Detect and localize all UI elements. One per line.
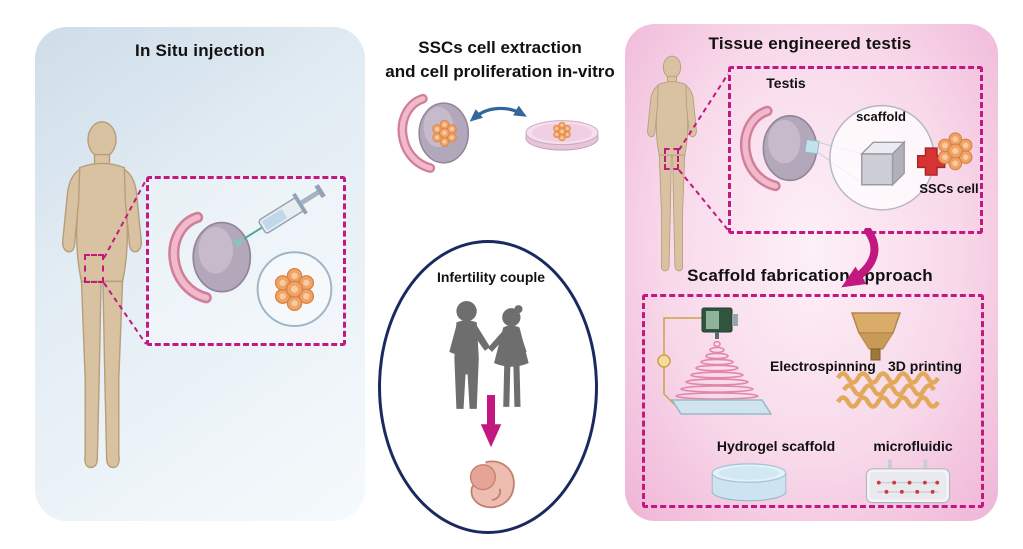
fabrication-methods-box [642,294,984,508]
curved-arrow-icon [841,228,879,288]
plus-icon [916,147,946,176]
microfluidic-chip-icon [865,459,951,504]
in-situ-title: In Situ injection [135,41,265,60]
hydrogel-dish-icon [711,463,787,502]
injection-zoom-box [146,176,346,346]
electrospinning-label: Electrospinning [770,358,876,374]
extraction-title-line2: and cell proliferation in-vitro [385,62,615,81]
electrospinning-icon [657,307,772,415]
microfluidic-label: microfluidic [873,438,953,454]
tissue-engineered-title: Tissue engineered testis [708,34,912,53]
hydrogel-label: Hydrogel scaffold [716,438,836,454]
testis-label: Testis [766,75,806,91]
extraction-title: SSCs cell extraction and cell proliferat… [375,36,625,84]
scaffold-cube-icon [860,140,906,187]
sscs-label: SSCs cell [919,181,979,196]
3d-printing-label: 3D printing [888,358,962,374]
testis-with-cells-icon [396,92,478,174]
scaffold-label: scaffold [856,109,906,124]
infertility-ellipse: Infertility couple [378,240,598,534]
double-arrow-icon [469,105,527,122]
fetus-icon [459,455,521,517]
3d-printer-icon [836,312,940,409]
patient-figure-icon [46,112,158,492]
testis-scaffold-box: Testis scaffold SSCs cell [728,66,983,234]
pelvic-region-marker-right [664,148,679,170]
down-arrow-icon [480,395,502,448]
extraction-title-line1: SSCs cell extraction [418,38,582,57]
pelvic-region-marker [84,254,104,283]
infertility-title: Infertility couple [436,269,546,285]
injection-illustration [149,184,333,327]
petri-dish-icon [522,108,602,156]
scaffold-assembly-illustration [731,104,973,211]
fabrication-title: Scaffold fabrication approach [687,266,933,285]
testis-icon [174,217,250,297]
syringe-icon [233,184,326,248]
tissue-piece-icon [804,139,820,155]
